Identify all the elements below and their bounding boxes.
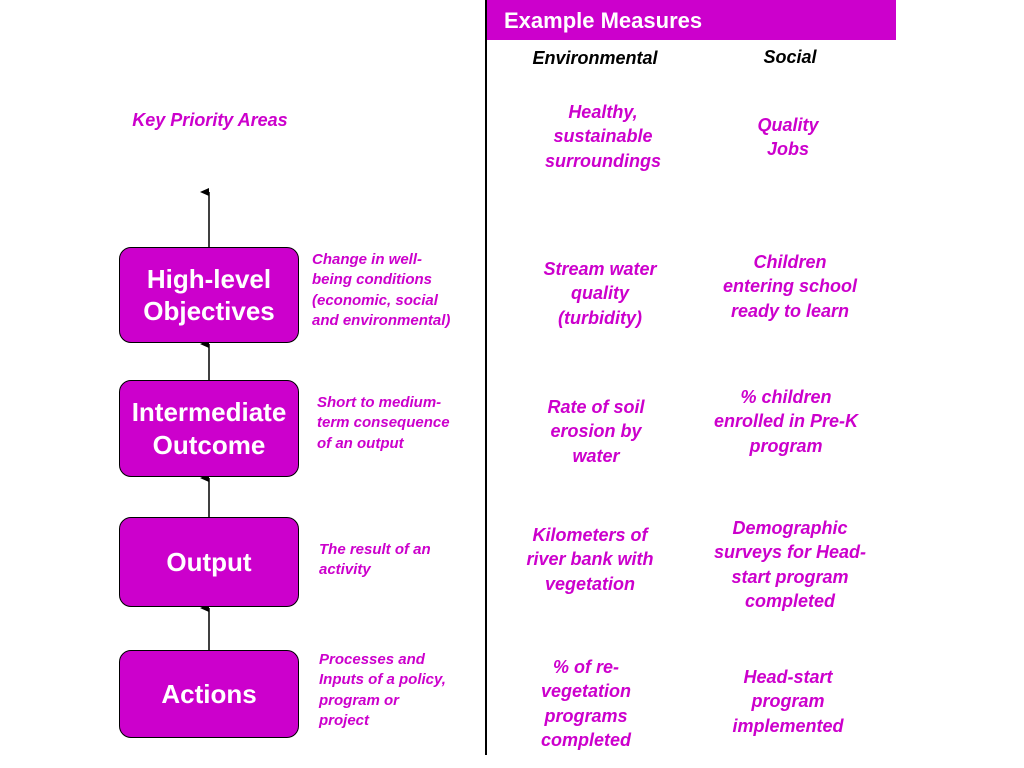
description-intermediate-outcome: Short to medium- term consequence of an …	[317, 394, 450, 452]
measure-environmental-actions: % of re- vegetation programs completed	[540, 657, 632, 750]
box-label: High-level Objectives	[143, 263, 275, 327]
measure-social-intermediate: % children enrolled in Pre-K program	[713, 387, 859, 456]
header-title: Example Measures	[504, 8, 703, 33]
description-output: The result of an activity	[319, 541, 431, 579]
description-actions: Processes and Inputs of a policy, progra…	[319, 651, 446, 729]
key-priority-areas-label: Key Priority Areas	[132, 110, 288, 130]
measure-environmental-top: Healthy, sustainable surroundings	[545, 102, 661, 171]
measure-environmental-output: Kilometers of river bank with vegetation	[526, 525, 654, 594]
description-high-level-objectives: Change in well- being conditions (econom…	[312, 251, 451, 329]
measure-social-top: Quality Jobs	[757, 115, 819, 160]
vertical-divider	[485, 0, 487, 755]
box-label: Output	[166, 546, 252, 577]
column-label-environmental: Environmental	[532, 48, 658, 68]
column-label-social: Social	[763, 47, 817, 67]
box-label: Intermediate Outcome	[131, 397, 287, 460]
box-actions: Actions	[119, 650, 299, 738]
measure-social-high-level: Children entering school ready to learn	[722, 252, 857, 321]
example-measures-header: Example Measures	[486, 0, 896, 40]
box-label: Actions	[161, 678, 257, 709]
measure-environmental-intermediate: Rate of soil erosion by water	[547, 397, 645, 466]
box-output: Output	[119, 517, 299, 607]
measure-social-output: Demographic surveys for Head- start prog…	[713, 518, 867, 611]
box-high-level-objectives: High-level Objectives	[119, 247, 299, 343]
measure-social-actions: Head-start program implemented	[732, 667, 844, 736]
measure-environmental-high-level: Stream water quality (turbidity)	[543, 259, 657, 328]
box-intermediate-outcome: Intermediate Outcome	[119, 380, 299, 477]
